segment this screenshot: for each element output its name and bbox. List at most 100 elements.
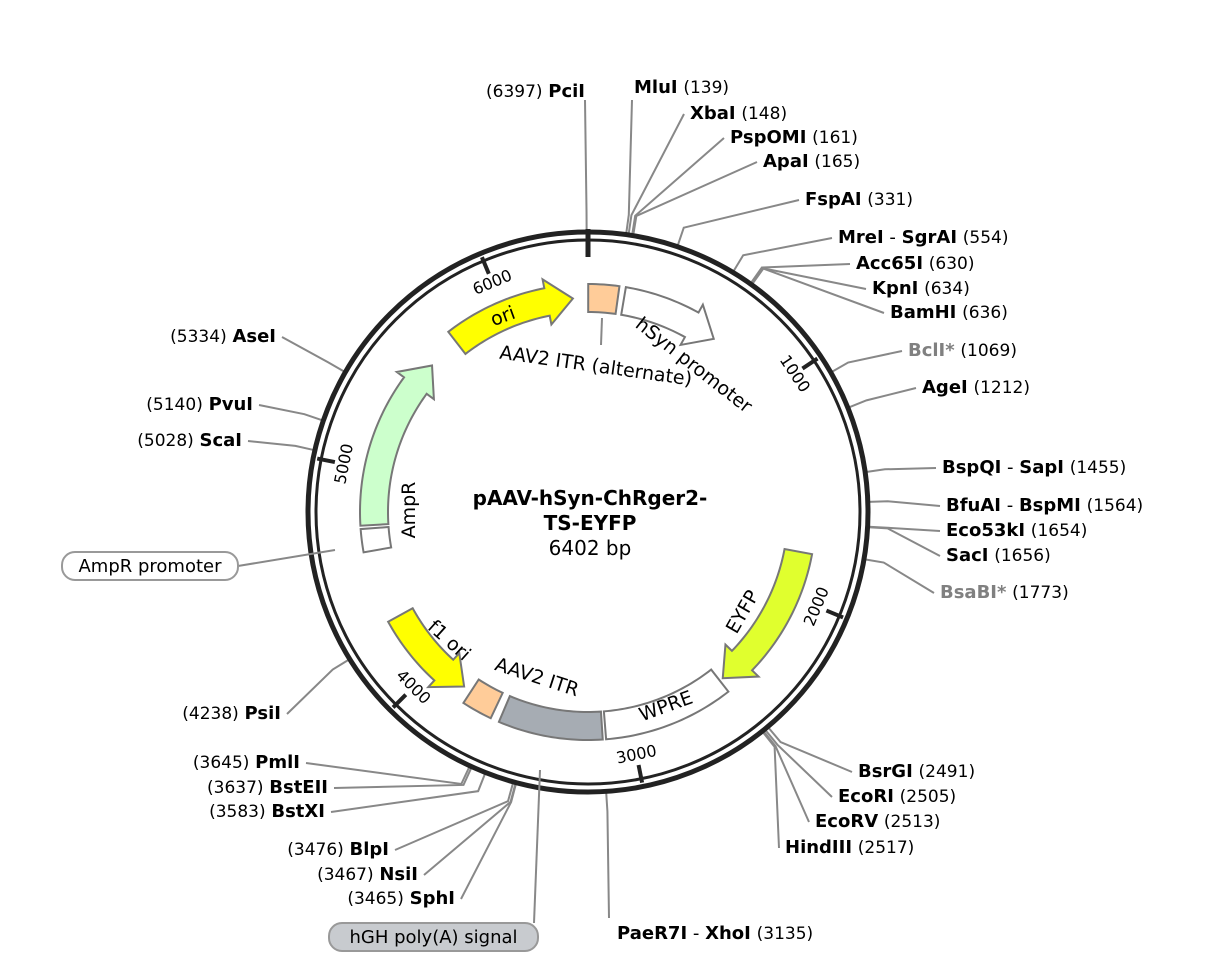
features bbox=[359, 277, 814, 741]
site-name: SphI bbox=[410, 888, 455, 909]
site-name: AseI bbox=[232, 326, 276, 347]
tick-label: 3000 bbox=[615, 741, 659, 768]
site-label-saci[interactable]: SacI (1656) bbox=[946, 545, 1051, 566]
feature-ampr-promoter[interactable] bbox=[359, 525, 393, 554]
site-name: BspQI bbox=[942, 457, 1001, 478]
callout-box[interactable] bbox=[328, 922, 539, 952]
site-label-bsrgi[interactable]: BsrGI (2491) bbox=[858, 761, 975, 782]
site-label-mrei[interactable]: MreI - SgrAI (554) bbox=[838, 227, 1008, 248]
site-leader-line bbox=[868, 500, 941, 507]
callout-line bbox=[237, 549, 336, 567]
site-name: BstXI bbox=[271, 801, 325, 822]
feature-f1-ori[interactable] bbox=[386, 606, 466, 689]
site-label-scai[interactable]: (5028) ScaI bbox=[137, 430, 242, 451]
site-position: (4238) bbox=[182, 704, 239, 724]
feature-aav2-itr-alternate-[interactable] bbox=[587, 282, 621, 316]
site-position-value: 4238 bbox=[189, 704, 232, 724]
site-label-bfuai[interactable]: BfuAI - BspMI (1564) bbox=[946, 495, 1143, 516]
site-label-bcli[interactable]: BclI* (1069) bbox=[908, 340, 1017, 361]
site-name-2: SgrAI bbox=[902, 227, 957, 248]
site-label-nsii[interactable]: (3467) NsiI bbox=[317, 864, 418, 885]
feature-hsyn-promoter[interactable] bbox=[620, 286, 716, 347]
site-label-blpi[interactable]: (3476) BlpI bbox=[287, 839, 389, 860]
site-leader-line bbox=[865, 467, 937, 473]
site-name: NsiI bbox=[379, 864, 418, 885]
site-position-value: 554 bbox=[969, 228, 1001, 248]
site-label-agei[interactable]: AgeI (1212) bbox=[922, 377, 1030, 398]
site-label-bsteii[interactable]: (3637) BstEII bbox=[207, 777, 328, 798]
site-label-pspomi[interactable]: PspOMI (161) bbox=[730, 127, 858, 148]
site-label-acc65i[interactable]: Acc65I (630) bbox=[856, 253, 975, 274]
site-label-eco53ki[interactable]: Eco53kI (1654) bbox=[946, 520, 1087, 541]
feature-ampr[interactable] bbox=[359, 364, 436, 527]
site-name: BlpI bbox=[350, 839, 389, 860]
site-position: (3637) bbox=[207, 778, 264, 798]
site-label-psii[interactable]: (4238) PsiI bbox=[182, 703, 281, 724]
itr-leader-line bbox=[600, 317, 603, 346]
site-label-asei[interactable]: (5334) AseI bbox=[170, 326, 276, 347]
site-position: (161) bbox=[812, 128, 858, 148]
site-position-value: 3476 bbox=[294, 840, 337, 860]
site-label-ecorv[interactable]: EcoRV (2513) bbox=[815, 811, 940, 832]
site-name: BsrGI bbox=[858, 761, 913, 782]
site-leader-line bbox=[868, 526, 941, 557]
site-label-bamhi[interactable]: BamHI (636) bbox=[890, 302, 1008, 323]
site-leader-line bbox=[848, 387, 917, 409]
site-position-value: 1455 bbox=[1076, 458, 1119, 478]
site-leader-line bbox=[333, 767, 473, 789]
site-name: Acc65I bbox=[856, 253, 923, 274]
site-leader-line bbox=[286, 658, 350, 715]
site-leader-line bbox=[625, 99, 633, 234]
feature-eyfp[interactable] bbox=[721, 547, 814, 680]
site-label-apai[interactable]: ApaI (165) bbox=[763, 151, 860, 172]
site-name: PaeR7I bbox=[617, 923, 687, 944]
feature-ori[interactable] bbox=[446, 277, 575, 356]
site-position: (1455) bbox=[1070, 458, 1127, 478]
site-name: AgeI bbox=[922, 377, 968, 398]
site-label-pcii[interactable]: (6397) PciI bbox=[486, 81, 585, 102]
callout-box[interactable] bbox=[61, 551, 239, 581]
site-name: SacI bbox=[946, 545, 988, 566]
tick-mark bbox=[480, 256, 491, 275]
site-label-ecori[interactable]: EcoRI (2505) bbox=[838, 786, 956, 807]
site-position: (139) bbox=[683, 78, 729, 98]
site-position: (2505) bbox=[900, 787, 957, 807]
site-position: (3645) bbox=[193, 753, 250, 773]
site-position-value: 5140 bbox=[153, 395, 196, 415]
site-position-value: 1069 bbox=[967, 341, 1010, 361]
site-label-bspqi[interactable]: BspQI - SapI (1455) bbox=[942, 457, 1126, 478]
site-name: BclI* bbox=[908, 340, 955, 361]
site-position-value: 3135 bbox=[763, 924, 806, 944]
site-leader-line bbox=[394, 782, 515, 851]
tick-mark bbox=[391, 693, 408, 709]
site-leader-line bbox=[762, 730, 810, 823]
site-label-hindiii[interactable]: HindIII (2517) bbox=[785, 837, 914, 858]
feature-aav2-itr[interactable] bbox=[462, 678, 505, 720]
site-label-pmli[interactable]: (3645) PmlI bbox=[193, 752, 300, 773]
site-leader-line bbox=[584, 99, 588, 232]
site-label-fspai[interactable]: FspAI (331) bbox=[805, 189, 913, 210]
site-position-value: 148 bbox=[748, 104, 780, 124]
site-label-paer7i[interactable]: PaeR7I - XhoI (3135) bbox=[617, 923, 813, 944]
site-position: (1212) bbox=[973, 378, 1030, 398]
site-position-value: 634 bbox=[931, 279, 963, 299]
site-name: FspAI bbox=[805, 189, 862, 210]
feature-wpre[interactable] bbox=[602, 668, 730, 741]
tick-label: 1000 bbox=[776, 351, 814, 395]
site-label-xbai[interactable]: XbaI (148) bbox=[690, 103, 787, 124]
site-position: (5028) bbox=[137, 431, 194, 451]
site-position: (3476) bbox=[287, 840, 344, 860]
site-label-mlui[interactable]: MluI (139) bbox=[634, 77, 729, 98]
site-label-pvui[interactable]: (5140) PvuI bbox=[146, 394, 253, 415]
site-label-bstxi[interactable]: (3583) BstXI bbox=[209, 801, 325, 822]
site-position-value: 165 bbox=[821, 152, 853, 172]
site-position: (5140) bbox=[146, 395, 203, 415]
site-label-bsabi[interactable]: BsaBI* (1773) bbox=[940, 582, 1069, 603]
feature-hgh-poly-a-signal[interactable] bbox=[497, 694, 604, 741]
site-position: (1654) bbox=[1031, 521, 1088, 541]
site-position: (331) bbox=[867, 190, 913, 210]
site-label-kpni[interactable]: KpnI (634) bbox=[872, 278, 970, 299]
site-label-sphi[interactable]: (3465) SphI bbox=[347, 888, 455, 909]
site-name: PciI bbox=[548, 81, 585, 102]
